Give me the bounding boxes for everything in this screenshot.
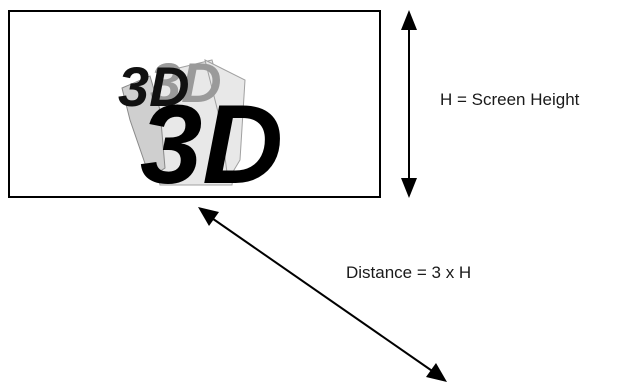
screen: 3D 3D 3D [8,10,381,207]
logo-big-text: 3D [140,82,283,207]
height-arrow-head-down [401,178,417,198]
logo-small-text: 3D [118,55,190,118]
distance-label: Distance = 3 x H [346,263,471,282]
height-label: H = Screen Height [440,90,580,109]
distance-arrow-line [205,213,439,376]
distance-arrow [198,207,447,382]
logo-small-ghost-text: 3D [150,51,222,114]
logo-extrusion-side [204,59,246,182]
logo-extrusion-mid [121,75,166,179]
3d-logo: 3D 3D 3D [118,51,283,207]
distance-arrow-head-end [426,363,447,382]
height-arrow [401,10,417,198]
height-arrow-head-up [401,10,417,30]
distance-arrow-head-start [198,207,219,226]
